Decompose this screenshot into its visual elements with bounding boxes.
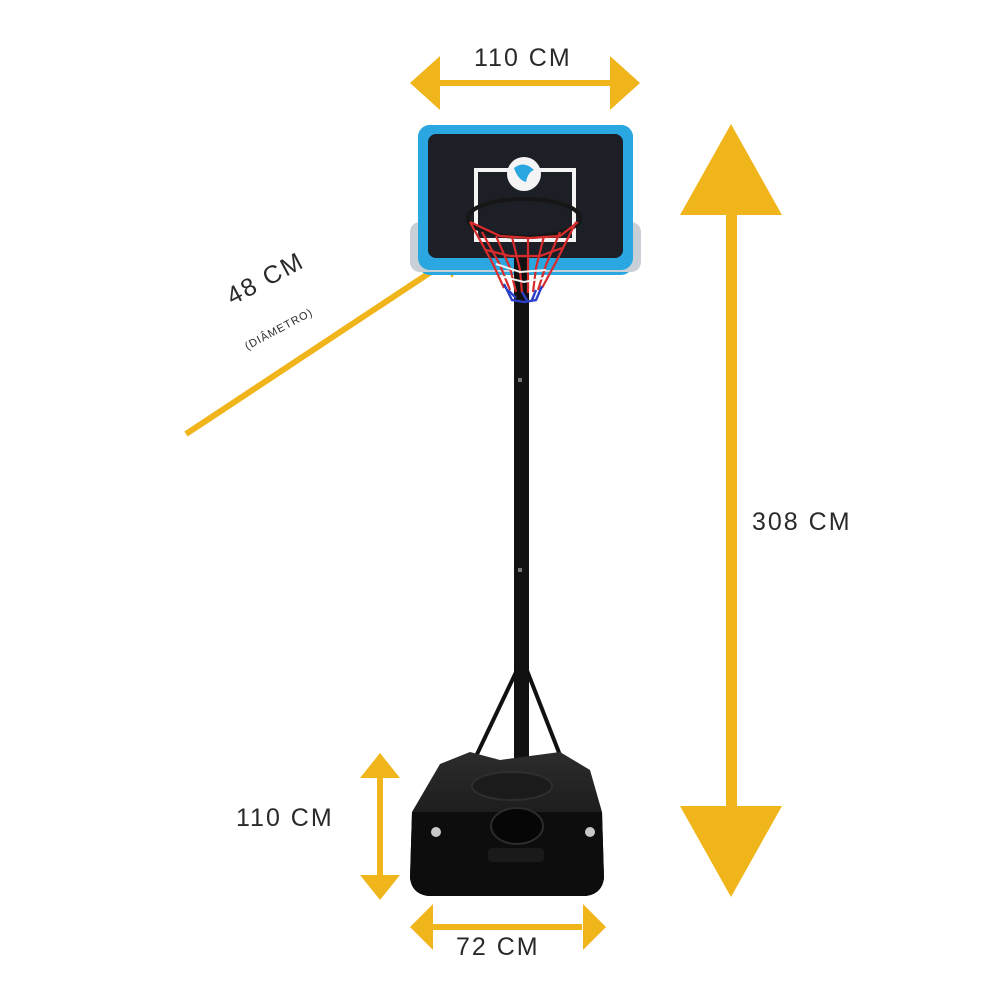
base-width-arrow-right-head xyxy=(583,904,606,950)
base-width-label: 72 CM xyxy=(456,933,540,961)
base-width-arrow-shaft xyxy=(430,924,582,930)
base-height-arrow-bottom-head xyxy=(360,875,400,900)
rim-arrow-shaft xyxy=(184,259,448,437)
height-arrow-top-head xyxy=(680,124,782,215)
backboard-width-arrow-shaft xyxy=(440,80,610,86)
backboard-width-label: 110 CM xyxy=(474,44,572,72)
height-arrow-shaft xyxy=(726,210,737,810)
rim-and-net xyxy=(466,197,582,304)
height-arrow-bottom-head xyxy=(680,806,782,897)
backboard-width-arrow-right-head xyxy=(610,56,640,110)
base-pole-socket xyxy=(490,807,544,845)
base-height-label: 110 CM xyxy=(236,804,334,832)
water-base xyxy=(410,752,604,896)
total-height-label: 308 CM xyxy=(752,508,852,536)
pole xyxy=(514,258,529,778)
base-width-arrow-left-head xyxy=(410,904,433,950)
backboard-width-arrow-left-head xyxy=(410,56,440,110)
base-height-arrow-top-head xyxy=(360,753,400,778)
base-height-arrow-shaft xyxy=(377,775,383,879)
